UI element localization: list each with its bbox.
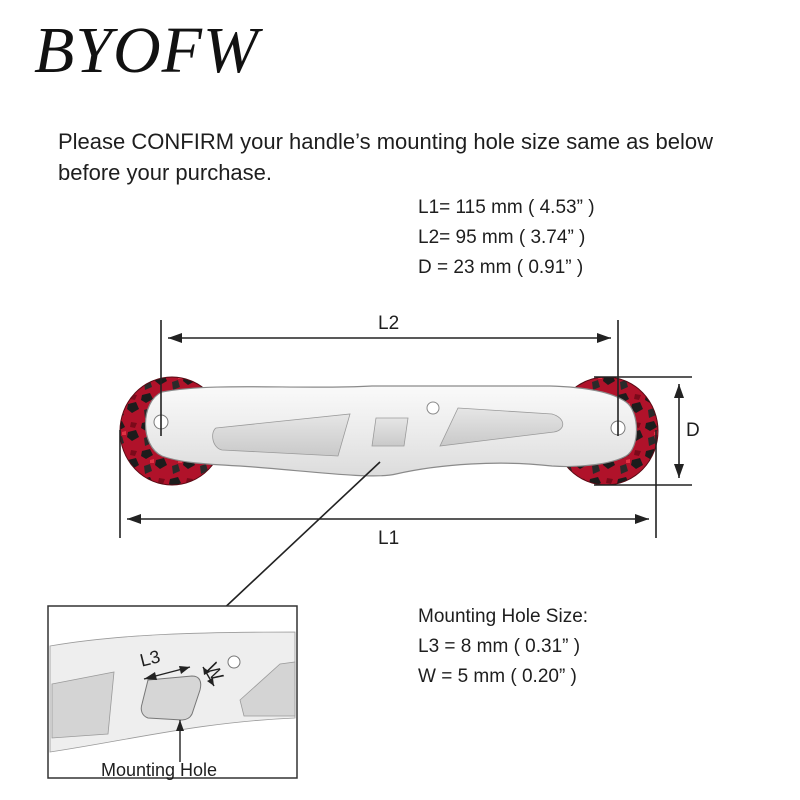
dimension-d [594,376,692,486]
inset-label-l3: L3 [138,646,162,670]
label-l2: L2 [378,313,399,334]
inset-leader [212,461,381,620]
mounting-hole-w: W = 5 mm ( 0.20” ) [418,666,577,687]
confirm-notice: Please CONFIRM your handle’s mounting ho… [58,129,714,185]
center-hole [371,417,409,447]
label-d: D [686,420,700,441]
dimension-l2 [160,320,619,436]
mounting-hole-l3: L3 = 8 mm ( 0.31” ) [418,636,581,657]
right-slot [439,407,564,447]
small-hole [426,401,440,415]
spec-d: D = 23 mm ( 0.91” ) [418,257,584,278]
left-slot [212,413,351,457]
dimension-l1 [119,430,657,538]
brand-logo: BYOFW [34,14,259,87]
spec-l1: L1= 115 mm ( 4.53” ) [418,197,595,218]
inset-label-mounting-hole: Mounting Hole [101,760,217,780]
mounting-hole-title: Mounting Hole Size: [418,606,589,627]
label-l1: L1 [378,528,399,549]
inset-mounting-hole [140,675,202,721]
mounting-hole-inset [47,605,298,779]
spec-l2: L2= 95 mm ( 3.74” ) [418,227,586,248]
